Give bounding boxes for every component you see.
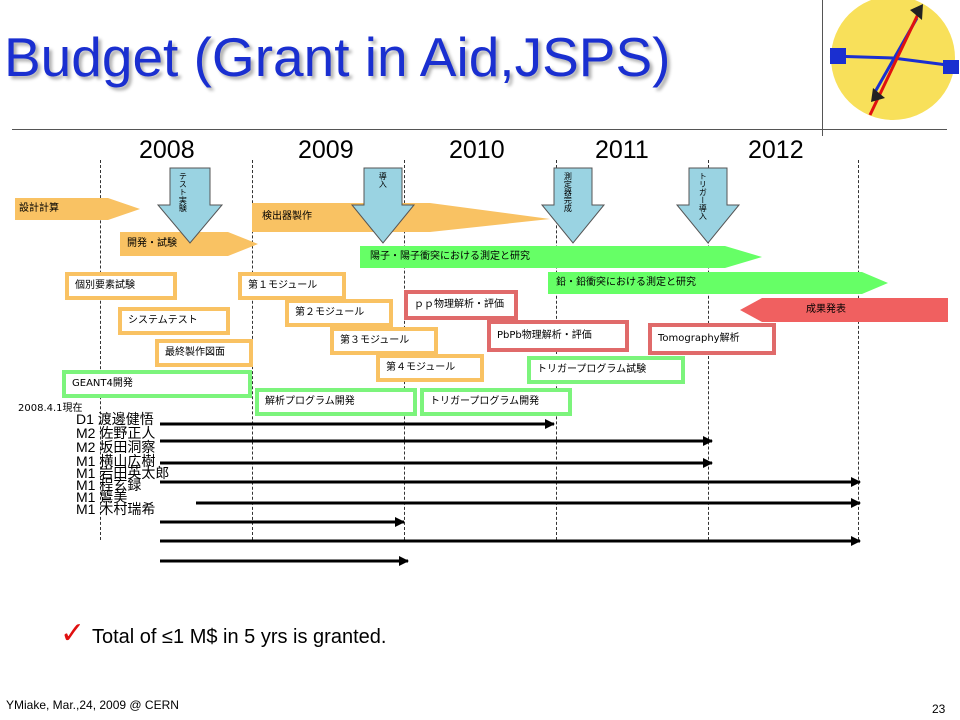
member-name: M1 程玄録 — [76, 477, 142, 493]
page-title: Budget (Grant in Aid,JSPS) — [4, 26, 671, 88]
system-test-box: システムテスト — [118, 307, 230, 335]
design-bar — [15, 198, 140, 220]
down-arrow-intro — [350, 167, 416, 244]
module1-box: 第１モジュール — [238, 272, 346, 300]
year-label: 2008 — [139, 136, 195, 164]
pp-measure-label: 陽子・陽子衝突における測定と研究 — [370, 251, 530, 262]
member-name: M1 岩田英太郎 — [76, 465, 170, 481]
collision-logo — [825, 0, 960, 128]
dev-test-label: 開発・試験 — [127, 238, 177, 249]
geant4-box: GEANT4開発 — [62, 370, 252, 398]
test-exp-label: テスト実験 — [178, 172, 188, 212]
down-arrow-test — [156, 167, 224, 244]
pbpb-measure-label: 鉛・鉛衝突における測定と研究 — [556, 277, 696, 288]
module3-box: 第３モジュール — [330, 327, 438, 355]
module4-box: 第４モジュール — [376, 354, 484, 382]
down-arrow-complete — [540, 167, 606, 244]
dev-test-bar — [120, 232, 258, 256]
logo-divider — [822, 0, 823, 136]
member-name: M1 木村瑞希 — [76, 501, 156, 517]
member-name: M1 横山広樹 — [76, 453, 156, 469]
publish-bar — [740, 298, 948, 322]
down-arrow-trigger — [675, 167, 741, 244]
tomography-box: Tomography解析 — [648, 323, 776, 355]
trigger-test-box: トリガープログラム試験 — [527, 356, 685, 384]
element-test-box: 個別要素試験 — [65, 272, 177, 300]
summary-bullet: Total of ≤1 M$ in 5 yrs is granted. — [92, 626, 387, 648]
as-of-date: 2008.4.1現在 — [18, 403, 83, 414]
member-name: M1 鸗美 — [76, 489, 128, 505]
year-label: 2011 — [595, 136, 649, 164]
header-rule — [12, 129, 947, 130]
pp-analysis-box: ｐｐ物理解析・評価 — [404, 290, 518, 320]
pbpb-measure-bar — [548, 272, 888, 294]
design-label: 設計計算 — [19, 203, 59, 214]
year-label: 2012 — [748, 136, 804, 164]
year-divider — [858, 160, 859, 540]
pbpb-analysis-box: PbPb物理解析・評価 — [487, 320, 629, 352]
module2-box: 第２モジュール — [285, 299, 393, 327]
final-drawing-box: 最終製作図面 — [155, 339, 253, 367]
member-name: M2 佐野正人 — [76, 425, 156, 441]
trigger-intro-label: トリガー導入 — [698, 172, 708, 220]
page-number: 23 — [932, 702, 946, 716]
trigger-program-box: トリガープログラム開発 — [420, 388, 572, 416]
member-name: M2 坂田洞察 — [76, 439, 156, 455]
complete-label: 測定器完成 — [563, 172, 573, 212]
year-label: 2010 — [449, 136, 505, 164]
detector-label: 検出器製作 — [262, 211, 312, 222]
pp-measure-bar — [360, 246, 762, 268]
intro-label: 導入 — [378, 172, 388, 188]
check-icon: ✓ — [60, 616, 86, 651]
year-divider — [100, 160, 101, 540]
year-label: 2009 — [298, 136, 354, 164]
member-name: D1 渡邊健悟 — [76, 411, 154, 427]
footer-text: YMiake, Mar.,24, 2009 @ CERN — [6, 698, 179, 712]
analysis-program-box: 解析プログラム開発 — [255, 388, 417, 416]
publish-label: 成果発表 — [806, 304, 846, 315]
